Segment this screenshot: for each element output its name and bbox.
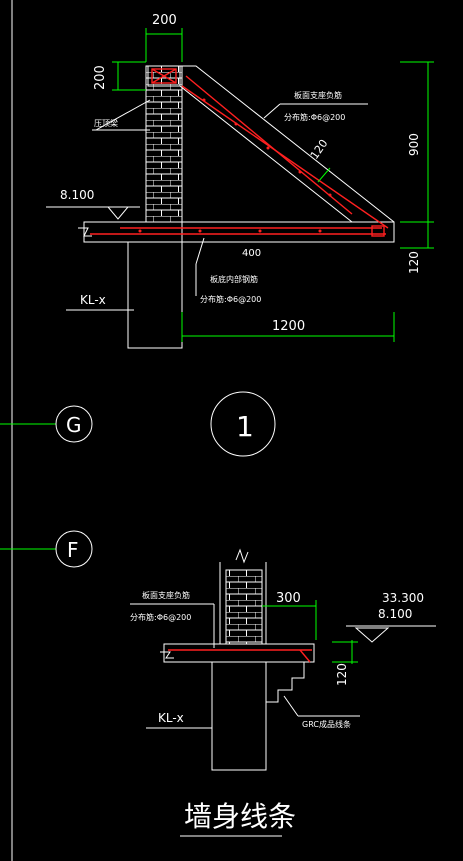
dim-200-top (145, 28, 183, 62)
label-dist-bottom: 分布筋:Φ6@200 (200, 294, 261, 304)
bottom-detail: 板面支座负筋 分布筋:Φ6@200 300 33.300 8.100 120 K… (130, 548, 436, 771)
dim-400-label: 400 (242, 248, 261, 259)
grc-profile (266, 661, 305, 703)
detail-number: 1 (236, 410, 254, 443)
dim-900-label: 900 (407, 133, 421, 156)
brick-wall (145, 65, 183, 223)
label-grc: GRC成品线条 (302, 719, 351, 729)
sloped-slab (179, 65, 395, 243)
label-dist-bottom2: 分布筋:Φ6@200 (130, 612, 191, 622)
dim-slope-label: 120 (308, 137, 331, 162)
dim-120-bottom-label: 120 (335, 663, 349, 686)
elev-symbol (106, 206, 130, 220)
dim-120-label: 120 (407, 251, 421, 274)
axis-g-label: G (66, 413, 82, 437)
elev1-label: 33.300 (382, 591, 424, 605)
label-coping-beam: 压顶梁 (94, 119, 118, 128)
label-bottom-rebar: 板底内部钢筋 (210, 274, 258, 284)
dim-1200-label: 1200 (272, 319, 305, 334)
elev-symbol-bottom (354, 627, 390, 643)
coping-rebar (151, 68, 177, 84)
dim-300-label: 300 (276, 591, 301, 606)
label-dist-top: 分布筋:Φ6@200 (284, 112, 345, 122)
beam-kl (127, 242, 183, 349)
dim-200-top-label: 200 (152, 13, 177, 28)
slope-rebar (181, 85, 389, 229)
brick-wall-bottom (225, 569, 263, 645)
dim-200-left-label: 200 (93, 65, 108, 90)
axis-f: F (0, 530, 93, 568)
kl-label-top: KL-x (80, 293, 106, 307)
axis-g: G (0, 405, 93, 443)
elev2-label: 8.100 (378, 607, 412, 621)
axis-f-label: F (67, 538, 79, 562)
page-title: 墙身线条 (184, 800, 296, 833)
label-slab-rebar-top: 板面支座负筋 (294, 90, 342, 100)
label-slab-rebar-bottom: 板面支座负筋 (142, 590, 190, 600)
detail-circle (210, 391, 276, 457)
elev-label: 8.100 (60, 188, 94, 202)
kl-label-bottom: KL-x (158, 711, 184, 725)
top-detail: 200 200 压顶梁 板面支座负筋 分布筋:Φ6@200 120 (46, 13, 434, 457)
cantilever-slab (83, 221, 395, 243)
slab-bottom (163, 643, 315, 663)
